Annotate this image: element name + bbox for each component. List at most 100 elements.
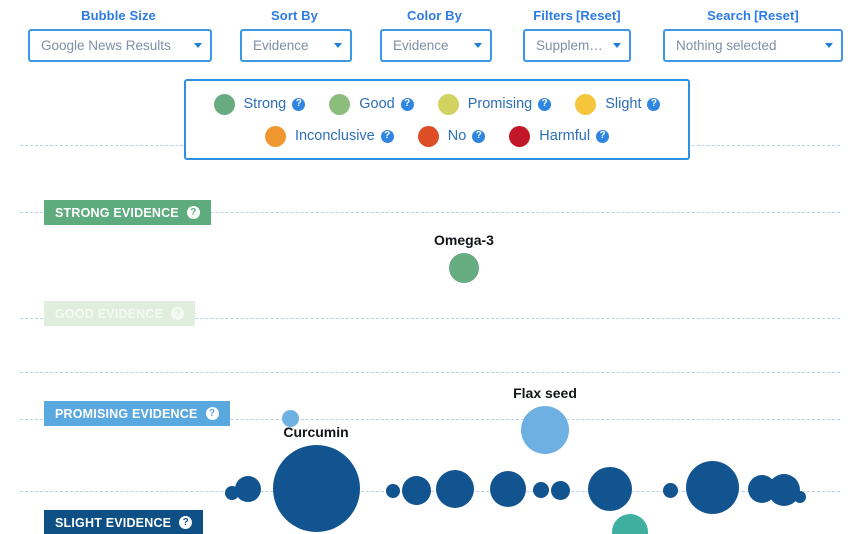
legend-label: Promising [467,96,533,112]
control-label-filters: Filters[Reset] [523,8,631,24]
control-label-text: Sort By [271,8,318,23]
legend-color-dot [437,93,459,115]
filters-value: Suppleme... [536,38,607,53]
bubble[interactable] [490,471,526,507]
evidence-legend: Strong?Good?Promising?Slight?Inconclusiv… [184,79,690,160]
chart-gridline [20,372,840,373]
bubble[interactable] [281,409,299,427]
control-bubble-size: Bubble Size Google News Results [28,8,212,62]
chevron-down-icon [825,43,833,48]
control-label-text: Color By [407,8,462,23]
control-label-color-by: Color By [380,8,492,24]
legend-label: Harmful [539,128,591,144]
filters-select[interactable]: Suppleme... [523,29,631,62]
bubble[interactable] [386,484,400,498]
chevron-down-icon [474,43,482,48]
bubble[interactable] [436,470,474,508]
chevron-down-icon [334,43,342,48]
chart-gridline [20,419,840,420]
bubble[interactable] [235,476,261,502]
help-icon[interactable]: ? [171,307,185,320]
legend-color-dot [417,125,439,147]
evidence-band-label: SLIGHT EVIDENCE [55,515,172,530]
control-color-by: Color By Evidence [380,8,492,62]
bubble[interactable] [794,491,806,503]
legend-label: Inconclusive [294,128,375,144]
chart-gridline [20,318,840,319]
control-label-text: Bubble Size [81,8,156,23]
bubble-flax-seed[interactable] [521,406,569,454]
legend-label: Slight [605,96,642,112]
bubble-label: Omega-3 [434,232,494,248]
legend-item-promising[interactable]: Promising? [437,93,552,115]
bubble[interactable] [401,475,431,505]
help-icon[interactable]: ? [292,97,306,111]
legend-label: Strong [243,96,287,112]
help-icon[interactable]: ? [596,129,610,143]
legend-color-dot [264,125,286,147]
legend-item-harmful[interactable]: Harmful? [509,125,610,147]
bubble[interactable] [533,482,549,498]
evidence-band-slight[interactable]: SLIGHT EVIDENCE? [44,510,204,534]
evidence-band-label: GOOD EVIDENCE [55,306,164,321]
bubble-size-select[interactable]: Google News Results [28,29,212,62]
legend-item-inconclusive[interactable]: Inconclusive? [264,125,394,147]
evidence-band-label: STRONG EVIDENCE [55,205,179,220]
bubble-omega-3[interactable] [449,253,479,283]
bubble-label: Curcumin [283,423,349,440]
color-by-select[interactable]: Evidence [380,29,492,62]
legend-label: No [447,128,467,144]
control-label-sort-by: Sort By [240,8,352,24]
controls-bar: Bubble Size Google News Results Sort By … [0,0,861,72]
chevron-down-icon [613,43,621,48]
bubble[interactable] [612,514,648,534]
help-icon[interactable]: ? [400,97,414,111]
bubble-size-value: Google News Results [41,38,171,53]
evidence-band-strong[interactable]: STRONG EVIDENCE? [44,200,211,225]
help-icon[interactable]: ? [647,97,661,111]
sort-by-select[interactable]: Evidence [240,29,352,62]
evidence-band-good[interactable]: GOOD EVIDENCE? [44,301,196,326]
legend-item-no[interactable]: No? [417,125,486,147]
legend-item-slight[interactable]: Slight? [575,93,661,115]
search-select[interactable]: Nothing selected [663,29,843,62]
search-reset-link[interactable]: [Reset] [754,8,799,23]
chevron-down-icon [194,43,202,48]
help-icon[interactable]: ? [186,206,200,219]
sort-by-value: Evidence [253,38,309,53]
bubble[interactable] [685,460,739,514]
help-icon[interactable]: ? [380,129,394,143]
evidence-band-label: PROMISING EVIDENCE [55,406,198,421]
control-label-text: Filters [533,8,573,23]
bubble-label: Flax seed [513,385,577,401]
evidence-band-promising[interactable]: PROMISING EVIDENCE? [44,401,230,426]
bubble-curcumin[interactable] [272,444,360,532]
help-icon[interactable]: ? [538,97,552,111]
legend-color-dot [575,93,597,115]
legend-row: Strong?Good?Promising?Slight? [186,88,688,120]
help-icon[interactable]: ? [205,407,219,420]
legend-item-good[interactable]: Good? [329,93,414,115]
legend-color-dot [213,93,235,115]
bubble[interactable] [550,480,570,500]
control-label-bubble-size: Bubble Size [28,8,212,24]
search-value: Nothing selected [676,38,777,53]
bubble[interactable] [662,482,678,498]
bubble[interactable] [588,467,632,511]
chart-gridline [20,212,840,213]
control-filters: Filters[Reset] Suppleme... [523,8,631,62]
filters-reset-link[interactable]: [Reset] [575,8,621,23]
legend-color-dot [329,93,351,115]
legend-color-dot [509,125,531,147]
control-label-text: Search [707,8,752,23]
legend-row: Inconclusive?No?Harmful? [186,120,688,152]
help-icon[interactable]: ? [472,129,486,143]
color-by-value: Evidence [393,38,449,53]
legend-item-strong[interactable]: Strong? [213,93,306,115]
help-icon[interactable]: ? [179,516,193,529]
control-label-search: Search[Reset] [663,8,843,24]
control-search: Search[Reset] Nothing selected [663,8,843,62]
control-sort-by: Sort By Evidence [240,8,352,62]
legend-label: Good [359,96,395,112]
